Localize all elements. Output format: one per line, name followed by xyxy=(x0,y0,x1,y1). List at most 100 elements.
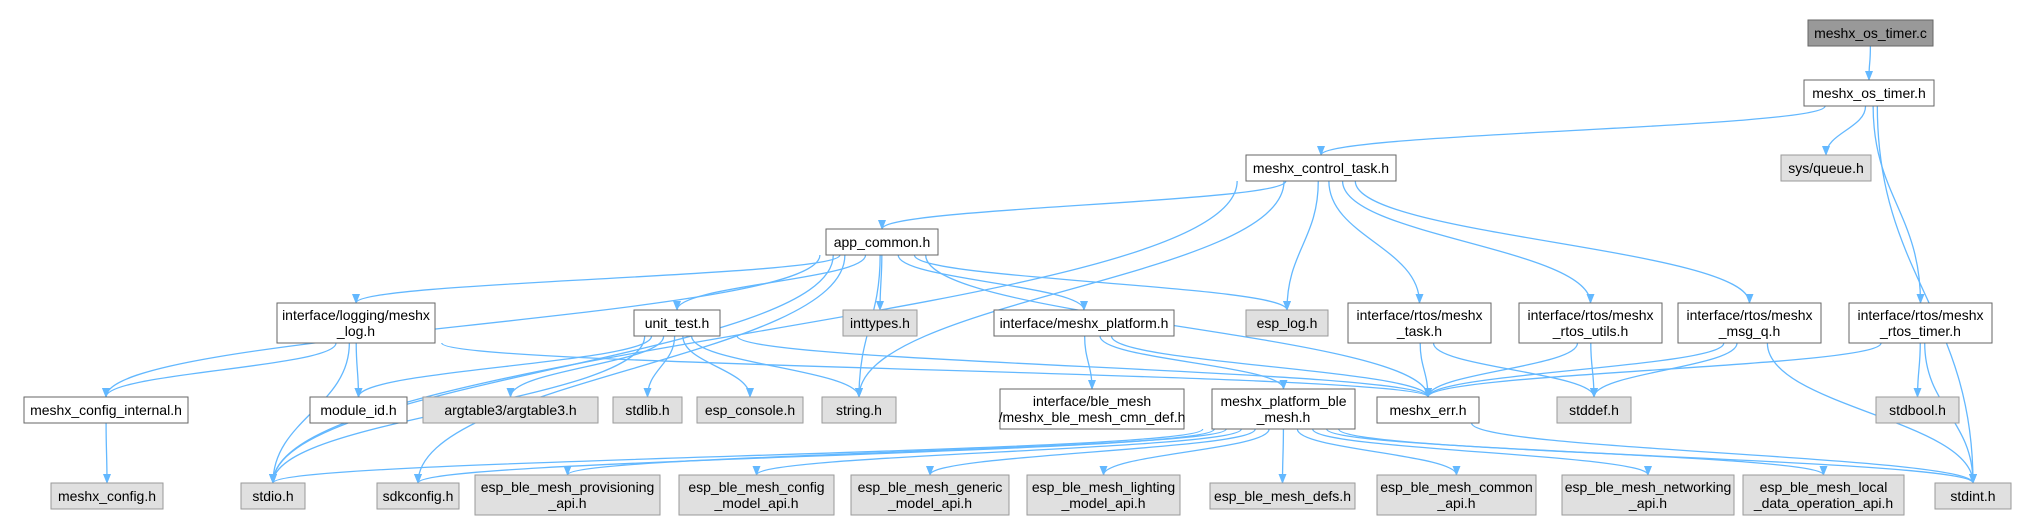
node-label: interface/rtos/meshx xyxy=(1527,307,1653,323)
edge-unit_test-to-module_id xyxy=(354,335,653,398)
node-label: _api.h xyxy=(1628,495,1667,511)
node-label: esp_ble_mesh_generic xyxy=(858,479,1003,495)
node-box xyxy=(309,396,408,424)
node-config-model: esp_ble_mesh_config_model_api.h xyxy=(678,474,835,516)
node-label: argtable3/argtable3.h xyxy=(444,402,576,418)
node-box xyxy=(993,309,1175,337)
node-config-internal[interactable]: meshx_config_internal.h xyxy=(23,396,189,424)
node-label: _model_api.h xyxy=(1060,495,1145,511)
node-rtos-utils[interactable]: interface/rtos/meshx_rtos_utils.h xyxy=(1518,302,1663,344)
node-platform[interactable]: interface/meshx_platform.h xyxy=(993,309,1175,337)
node-label: stddef.h xyxy=(1569,402,1619,418)
edge-platform-to-ble_mesh_cmn xyxy=(1083,335,1096,390)
edge-meshx_err-to-stdint xyxy=(1470,422,1977,484)
node-prov-api: esp_ble_mesh_provisioning_api.h xyxy=(474,474,661,516)
edge-control_task-to-string xyxy=(855,180,1285,398)
node-box xyxy=(474,474,661,516)
edge-unit_test-to-string xyxy=(690,335,863,398)
node-box xyxy=(1211,388,1356,430)
edge-control_task-to-rtos_task xyxy=(1328,180,1424,304)
node-box xyxy=(422,396,599,424)
edge-rtos_utils-to-meshx_err xyxy=(1424,342,1579,398)
node-logging[interactable]: interface/logging/meshx_log.h xyxy=(276,302,436,344)
edge-platform-to-meshx_err xyxy=(1110,335,1432,398)
edge-rtos_msg_q-to-stddef xyxy=(1590,342,1738,398)
node-box xyxy=(1209,482,1356,510)
node-rtos-task[interactable]: interface/rtos/meshx_task.h xyxy=(1347,302,1492,344)
node-box xyxy=(276,302,436,344)
edge-unit_test-to-stdlib xyxy=(643,335,676,398)
node-app-common[interactable]: app_common.h xyxy=(825,228,939,256)
edge-os_timer_h-to-control_task xyxy=(1317,105,1826,156)
edge-app_common-to-sdkconfig xyxy=(414,254,846,484)
edge-logging-to-meshx_err xyxy=(441,342,1432,398)
node-unit-test[interactable]: unit_test.h xyxy=(633,309,721,337)
node-box xyxy=(1677,302,1822,344)
node-stddef: stddef.h xyxy=(1556,396,1632,424)
node-label: _data_operation_api.h xyxy=(1753,495,1893,511)
edge-unit_test-to-argtable xyxy=(506,335,665,398)
node-label: esp_ble_mesh_defs.h xyxy=(1214,488,1351,504)
node-label: interface/logging/meshx xyxy=(282,307,430,323)
node-esp-console: esp_console.h xyxy=(696,396,804,424)
node-label: /meshx_ble_mesh_cmn_def.h xyxy=(999,409,1186,425)
edge-platform_ble-to-mesh_defs xyxy=(1278,428,1287,484)
node-box xyxy=(1742,474,1905,516)
node-platform-ble[interactable]: meshx_platform_ble_mesh.h xyxy=(1211,388,1356,430)
node-meshx-err[interactable]: meshx_err.h xyxy=(1376,396,1480,424)
node-label: esp_ble_mesh_provisioning xyxy=(481,479,655,495)
node-label: stdlib.h xyxy=(625,402,669,418)
node-label: module_id.h xyxy=(320,402,396,418)
edge-app_common-to-stdio xyxy=(269,254,834,484)
node-module-id[interactable]: module_id.h xyxy=(309,396,408,424)
node-label: esp_ble_mesh_lighting xyxy=(1032,479,1175,495)
node-rtos-msg-q[interactable]: interface/rtos/meshx_msg_q.h xyxy=(1677,302,1822,344)
edge-unit_test-to-esp_console xyxy=(682,335,754,398)
node-rtos-timer[interactable]: interface/rtos/meshx_rtos_timer.h xyxy=(1848,302,1993,344)
dependency-nodes: meshx_os_timer.c meshx_os_timer.h meshx_co… xyxy=(23,19,2012,516)
node-control-task[interactable]: meshx_control_task.h xyxy=(1245,154,1397,182)
node-box xyxy=(696,396,804,424)
node-label: meshx_err.h xyxy=(1389,402,1466,418)
node-esp-log: esp_log.h xyxy=(1245,309,1329,337)
node-label: stdio.h xyxy=(252,488,293,504)
node-ble-mesh-cmn[interactable]: interface/ble_mesh/meshx_ble_mesh_cmn_de… xyxy=(999,388,1186,430)
node-label: meshx_os_timer.h xyxy=(1812,85,1926,101)
node-label: _api.h xyxy=(1436,495,1475,511)
node-box xyxy=(1556,396,1632,424)
node-label: _mesh.h xyxy=(1256,409,1311,425)
node-sys-queue: sys/queue.h xyxy=(1780,154,1872,182)
node-generic-model: esp_ble_mesh_generic_model_api.h xyxy=(850,474,1010,516)
edge-os_timer_h-to-sys_queue xyxy=(1822,105,1867,156)
edge-app_common-to-logging xyxy=(352,254,841,304)
edge-os_timer_h-to-stdint xyxy=(1876,105,1977,484)
edge-control_task-to-rtos_utils xyxy=(1341,180,1595,304)
node-label: _task.h xyxy=(1396,323,1442,339)
node-box xyxy=(825,228,939,256)
node-label: interface/rtos/meshx xyxy=(1686,307,1812,323)
node-box xyxy=(1875,396,1960,424)
node-os-timer-h[interactable]: meshx_os_timer.h xyxy=(1803,79,1935,107)
node-label: interface/rtos/meshx xyxy=(1356,307,1482,323)
edge-app_common-to-platform xyxy=(897,254,1088,311)
node-inttypes: inttypes.h xyxy=(842,309,918,337)
edge-rtos_task-to-stddef xyxy=(1432,342,1598,398)
node-label: _msg_q.h xyxy=(1718,323,1780,339)
node-box xyxy=(633,309,721,337)
node-box xyxy=(240,482,306,510)
node-root[interactable]: meshx_os_timer.c xyxy=(1807,19,1934,47)
node-label: sdkconfig.h xyxy=(383,488,454,504)
edge-platform_ble-to-generic_model xyxy=(926,428,1256,476)
node-box xyxy=(1848,302,1993,344)
edge-platform_ble-to-stdint xyxy=(1338,428,1977,484)
edge-root-to-os_timer_h xyxy=(1865,45,1874,81)
node-label: esp_log.h xyxy=(1257,315,1318,331)
node-networking-api: esp_ble_mesh_networking_api.h xyxy=(1561,474,1735,516)
edge-os_timer_h-to-rtos_timer xyxy=(1872,105,1925,304)
edge-app_common-to-config_internal xyxy=(102,254,821,398)
edge-rtos_task-to-meshx_err xyxy=(1419,342,1432,398)
node-box xyxy=(1026,474,1181,516)
node-box xyxy=(1934,482,2012,510)
node-argtable: argtable3/argtable3.h xyxy=(422,396,599,424)
node-box xyxy=(376,482,460,510)
